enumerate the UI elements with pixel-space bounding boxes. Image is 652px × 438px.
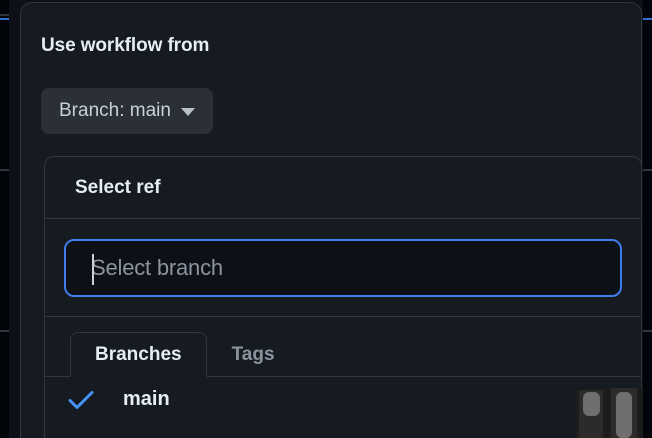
page-scrollbar-thumb[interactable] bbox=[616, 392, 632, 438]
popover-scrollbar-thumb[interactable] bbox=[583, 392, 600, 416]
use-workflow-dialog: Use workflow from Branch: main Select re… bbox=[20, 2, 642, 438]
scrollbar-gutter bbox=[637, 388, 643, 438]
select-ref-title: Select ref bbox=[75, 176, 161, 198]
backdrop-accent-left bbox=[0, 18, 9, 20]
tab-branches[interactable]: Branches bbox=[70, 332, 207, 377]
branch-search-input[interactable]: Select branch bbox=[64, 238, 622, 297]
scrollbar-gutter bbox=[603, 388, 611, 438]
branch-selector-button[interactable]: Branch: main bbox=[41, 88, 213, 134]
backdrop-rule bbox=[643, 330, 652, 332]
list-item-label: main bbox=[123, 388, 170, 410]
tab-branches-label: Branches bbox=[95, 343, 182, 365]
backdrop-rule bbox=[0, 169, 9, 171]
popover-scrollbar[interactable] bbox=[579, 390, 603, 438]
backdrop-right-strip bbox=[643, 0, 652, 438]
tabs-underline bbox=[45, 376, 641, 377]
check-icon bbox=[67, 389, 99, 411]
scrollbar-gutter bbox=[575, 390, 579, 438]
select-ref-popover: Select ref Select branch Branches Tags bbox=[44, 156, 641, 438]
backdrop-rule bbox=[0, 330, 9, 332]
tab-tags-label: Tags bbox=[231, 343, 275, 365]
select-ref-header: Select ref bbox=[45, 157, 641, 219]
backdrop-rule bbox=[643, 169, 652, 171]
tab-tags[interactable]: Tags bbox=[207, 332, 300, 377]
list-item[interactable]: main bbox=[45, 377, 641, 422]
branch-selector-label: Branch: main bbox=[59, 100, 171, 121]
select-ref-search-area: Select branch bbox=[45, 219, 641, 317]
page-title: Use workflow from bbox=[41, 35, 210, 56]
chevron-down-icon bbox=[180, 108, 195, 116]
backdrop-rule bbox=[0, 14, 9, 16]
backdrop-left-strip bbox=[0, 0, 9, 438]
page-scrollbar[interactable] bbox=[611, 388, 637, 438]
text-caret bbox=[92, 253, 94, 285]
ref-tabs: Branches Tags bbox=[45, 317, 641, 377]
branch-search-placeholder: Select branch bbox=[91, 254, 223, 280]
branch-list: main bbox=[45, 377, 641, 422]
backdrop-accent-right bbox=[643, 18, 652, 20]
